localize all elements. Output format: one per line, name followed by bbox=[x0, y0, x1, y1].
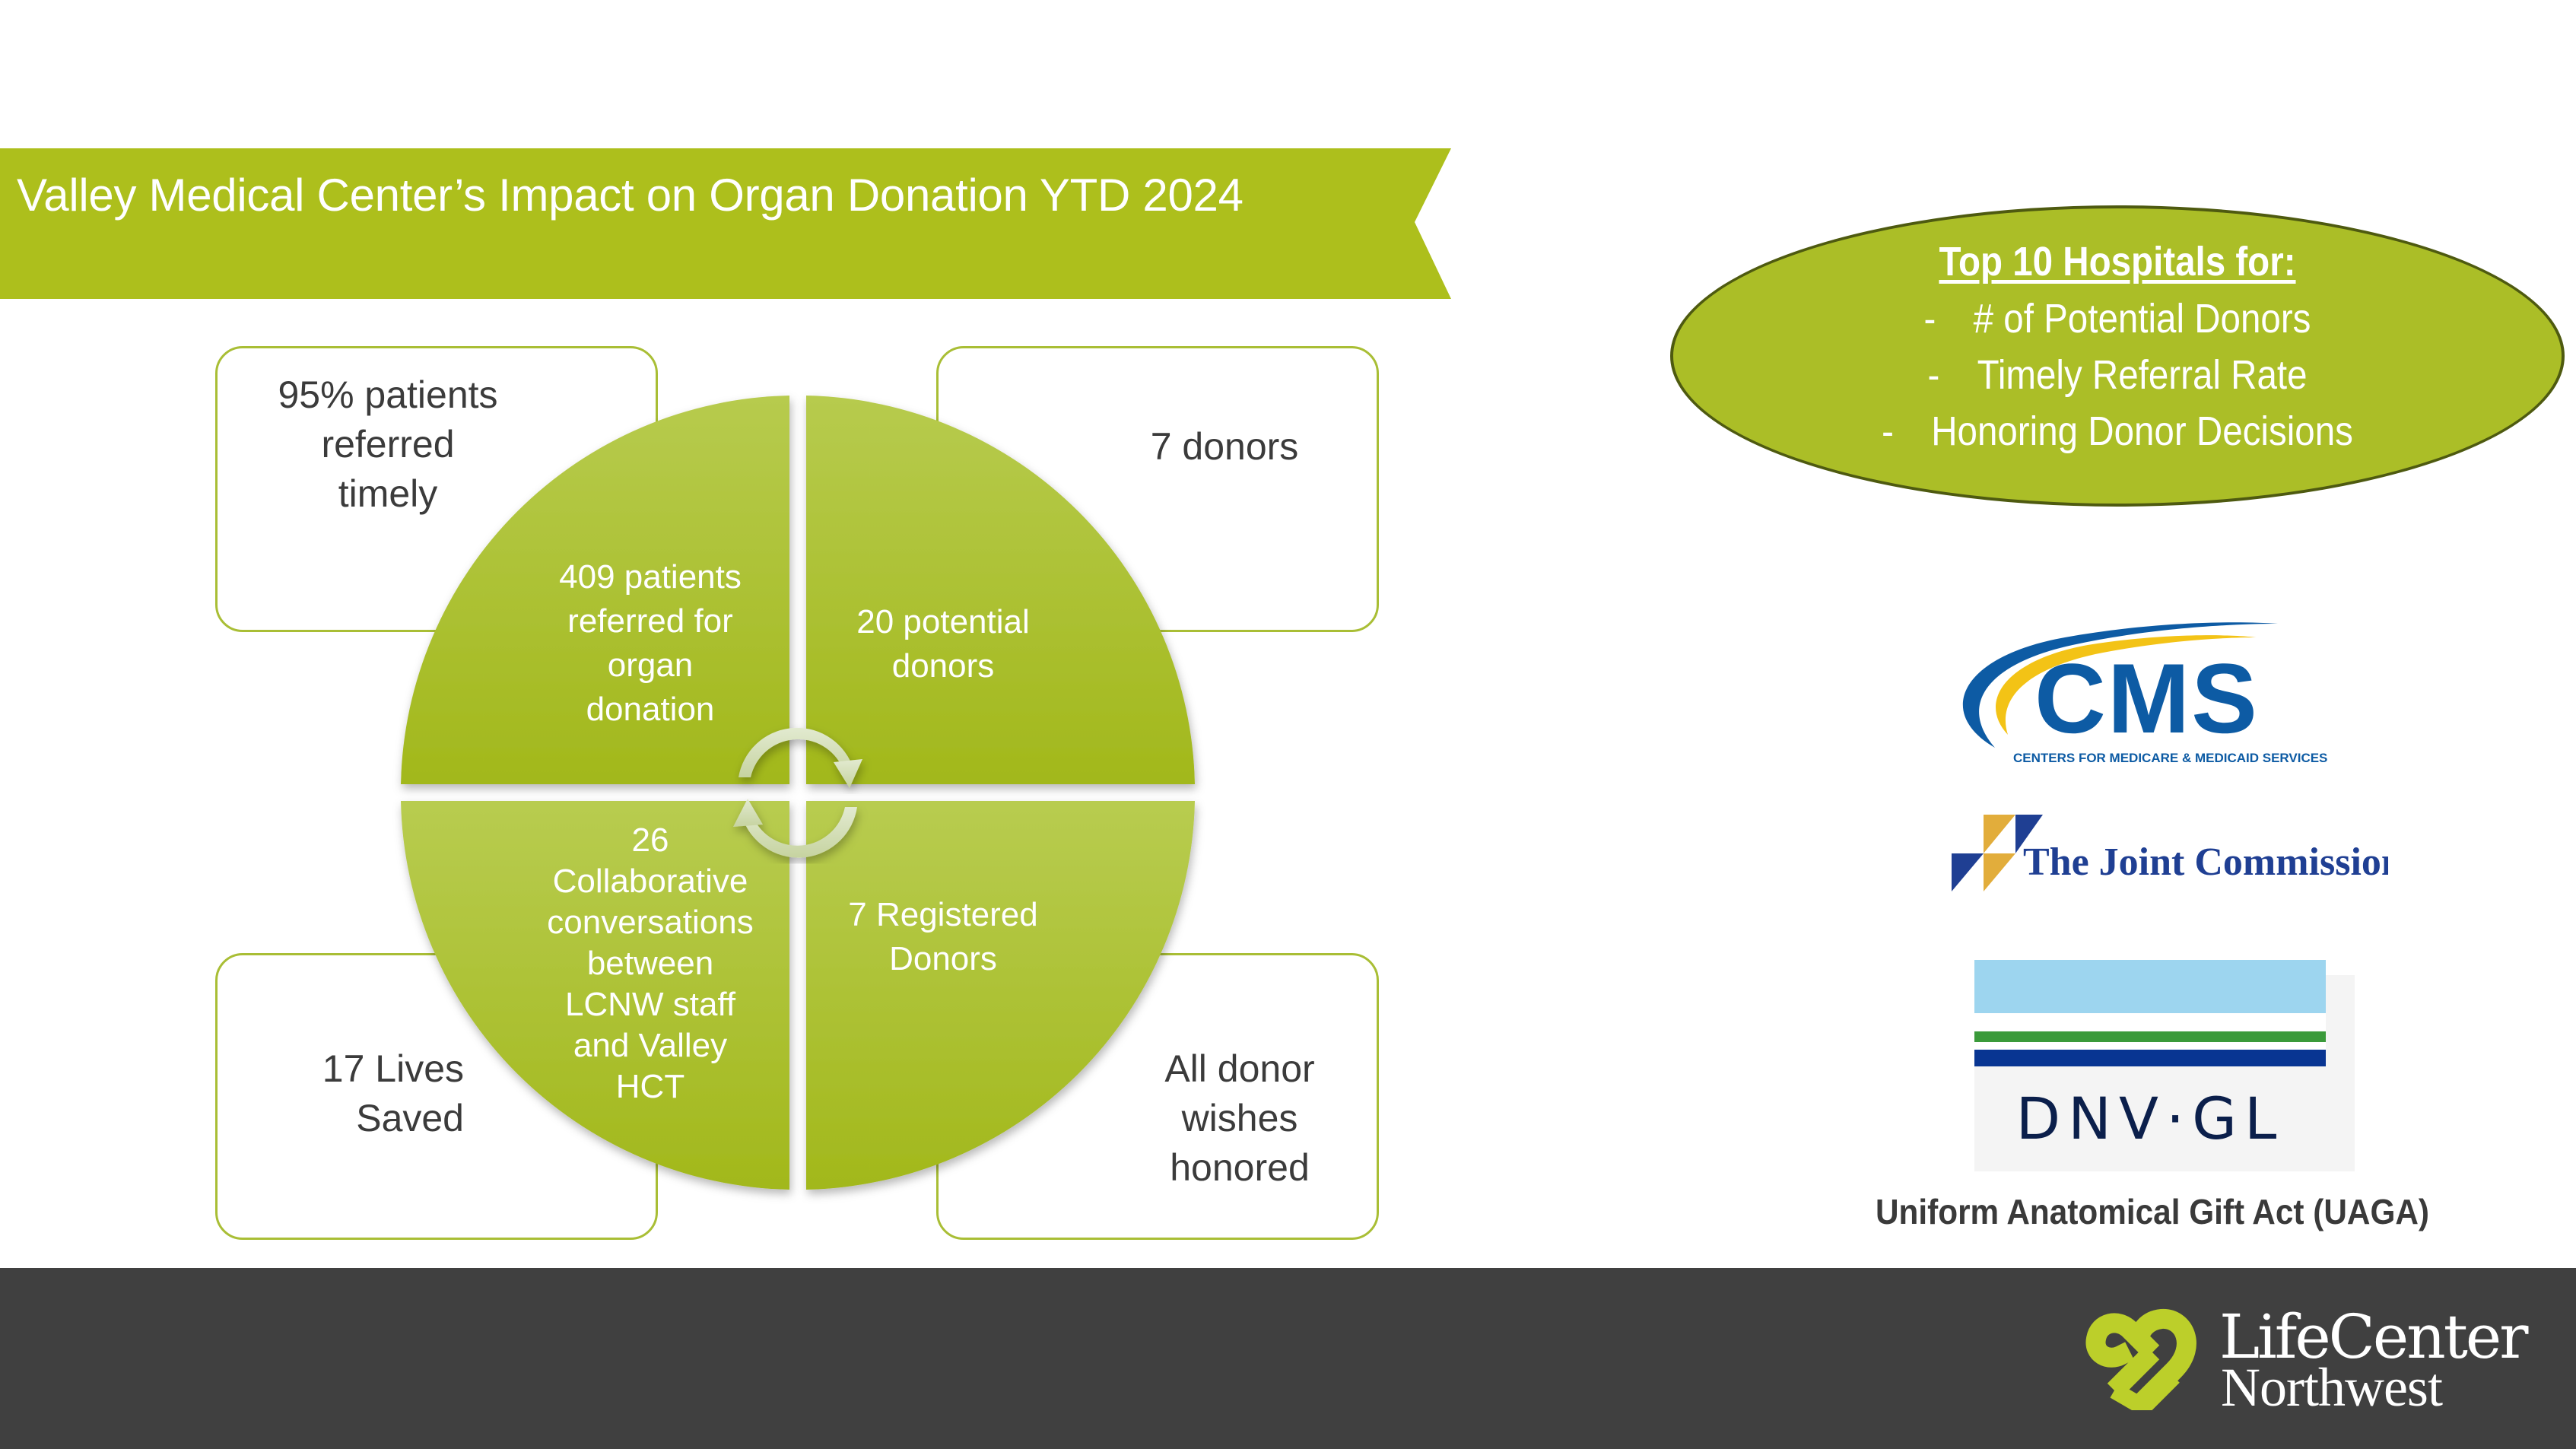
brand-name-line2: Northwest bbox=[2221, 1357, 2443, 1418]
outcome-line: referred bbox=[321, 423, 455, 466]
title-banner bbox=[0, 148, 1451, 299]
quadrant-bottom-left bbox=[401, 801, 789, 1190]
outcome-wishes-honored: All donor wishes honored bbox=[1126, 1044, 1354, 1193]
cycle-arrow-counterclockwise-icon bbox=[733, 799, 857, 858]
quadrant-top-right bbox=[806, 396, 1195, 784]
cycle-line: donors bbox=[891, 647, 995, 685]
recognition-item: -Timely Referral Rate bbox=[1816, 351, 2419, 399]
outcome-donors: 7 donors bbox=[1110, 422, 1339, 472]
outcome-line: 95% patients bbox=[278, 373, 498, 416]
recognition-item-label: Honoring Donor Decisions bbox=[1931, 408, 2353, 454]
cycle-line: between bbox=[586, 945, 714, 982]
cycle-step-potential-donors: 20 potential donors bbox=[818, 600, 1069, 688]
recognition-item: -# of Potential Donors bbox=[1816, 295, 2419, 342]
cms-subtitle: CENTERS FOR MEDICARE & MEDICAID SERVICES bbox=[2013, 751, 2327, 765]
outcome-line: 7 donors bbox=[1150, 425, 1299, 468]
cycle-line: Donors bbox=[889, 940, 997, 977]
outcome-lives-saved: 17 Lives Saved bbox=[281, 1044, 464, 1143]
cycle-step-conversations: 26 Collaborative conversations between L… bbox=[529, 820, 772, 1107]
outcome-line: honored bbox=[1170, 1146, 1310, 1189]
cycle-line: donation bbox=[586, 691, 715, 728]
recognition-item-label: Timely Referral Rate bbox=[1977, 352, 2308, 398]
outcome-line: timely bbox=[338, 472, 438, 515]
heart-knot-icon bbox=[2084, 1308, 2203, 1418]
recognition-heading: Top 10 Hospitals for: bbox=[1939, 239, 2296, 284]
cycle-line: 26 bbox=[631, 821, 669, 859]
cms-mark: CMS bbox=[2034, 643, 2259, 754]
bullet-dash: - bbox=[1882, 408, 1894, 454]
joint-commission-name: The Joint Commission bbox=[2023, 840, 2388, 884]
cycle-line: 409 patients bbox=[559, 558, 742, 596]
uaga-label: Uniform Anatomical Gift Act (UAGA) bbox=[1875, 1192, 2430, 1231]
cycle-line: HCT bbox=[615, 1068, 685, 1105]
outcome-line: wishes bbox=[1181, 1097, 1298, 1139]
cycle-line: 7 Registered bbox=[848, 896, 1038, 933]
cycle-line: referred for bbox=[567, 602, 733, 640]
cycle-line: 20 potential bbox=[856, 603, 1030, 640]
cycle-line: and Valley bbox=[573, 1027, 728, 1064]
cycle-step-referrals: 409 patients referred for organ donation bbox=[529, 555, 772, 732]
page-title: Valley Medical Center’s Impact on Organ … bbox=[17, 170, 1244, 221]
bullet-dash: - bbox=[1923, 296, 1936, 342]
donation-cycle-diagram bbox=[380, 373, 1217, 1217]
cycle-line: LCNW staff bbox=[564, 986, 736, 1023]
cycle-line: conversations bbox=[547, 904, 754, 941]
cycle-line: organ bbox=[607, 647, 694, 684]
recognition-ellipse bbox=[1670, 205, 2565, 507]
dnv-gl-logo: DNV·GL bbox=[1974, 960, 2355, 1171]
cms-logo: CMS CENTERS FOR MEDICARE & MEDICAID SERV… bbox=[1943, 615, 2354, 767]
dnv-gl-name: DNV·GL bbox=[2016, 1085, 2285, 1152]
cycle-step-registered-donors: 7 Registered Donors bbox=[818, 893, 1069, 981]
outcome-line: Saved bbox=[356, 1097, 464, 1139]
bullet-dash: - bbox=[1927, 352, 1940, 398]
quadrant-bottom-right bbox=[806, 801, 1195, 1190]
brand-name-line1: LifeCenter bbox=[2219, 1301, 2528, 1372]
joint-commission-logo: The Joint Commission bbox=[1947, 811, 2403, 896]
outcome-timely-referral: 95% patients referred timely bbox=[228, 370, 548, 519]
recognition-item-label: # of Potential Donors bbox=[1973, 296, 2311, 342]
recognition-item: -Honoring Donor Decisions bbox=[1816, 408, 2419, 455]
cycle-line: Collaborative bbox=[552, 863, 748, 900]
quadrant-top-left bbox=[401, 396, 789, 784]
outcome-line: All donor bbox=[1164, 1047, 1315, 1090]
outcome-line: 17 Lives bbox=[322, 1047, 464, 1090]
cycle-arrow-clockwise-icon bbox=[738, 727, 862, 788]
